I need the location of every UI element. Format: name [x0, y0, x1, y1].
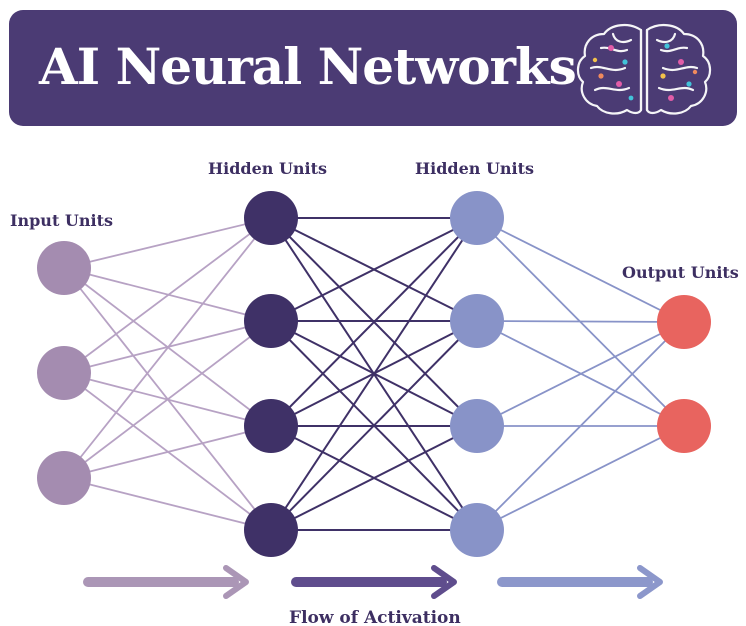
- hidden-unit-layer2: [450, 294, 504, 348]
- connection-line: [63, 425, 272, 479]
- input-unit: [37, 346, 91, 400]
- connections: [63, 217, 685, 531]
- flow-arrows: [83, 565, 663, 599]
- connection-line: [476, 425, 685, 531]
- connection-line: [63, 320, 272, 479]
- connection-line: [63, 217, 272, 269]
- connection-line: [476, 321, 685, 531]
- output-unit: [657, 295, 711, 349]
- layer-labels: Input Units Hidden Units Hidden Units Ou…: [10, 159, 739, 282]
- hidden-unit-layer2: [450, 191, 504, 245]
- layer-label-hidden-2: Hidden Units: [415, 159, 534, 178]
- connection-line: [63, 217, 272, 479]
- flow-arrow: [291, 565, 457, 599]
- input-unit: [37, 241, 91, 295]
- brain-neuron-dots: [592, 43, 698, 101]
- hidden-unit-layer1: [244, 399, 298, 453]
- connection-line: [63, 217, 272, 374]
- connection-line: [270, 217, 478, 427]
- connection-line: [476, 217, 685, 323]
- units: [37, 191, 711, 557]
- hidden-unit-layer2: [450, 503, 504, 557]
- title-banner: AI Neural Networks: [9, 10, 737, 126]
- connection-line: [270, 217, 478, 322]
- connection-line: [63, 477, 272, 531]
- connection-line: [270, 217, 478, 531]
- flow-label: Flow of Activation: [289, 608, 461, 626]
- hidden-unit-layer1: [244, 503, 298, 557]
- connection-line: [476, 320, 685, 323]
- brain-icon: [576, 24, 712, 115]
- page-title: AI Neural Networks: [39, 37, 577, 96]
- flow-arrow: [83, 565, 249, 599]
- hidden-unit-layer1: [244, 294, 298, 348]
- flow-arrow: [497, 565, 663, 599]
- hidden-unit-layer2: [450, 399, 504, 453]
- layer-label-output: Output Units: [622, 263, 739, 282]
- layer-label-hidden-1: Hidden Units: [208, 159, 327, 178]
- hidden-unit-layer1: [244, 191, 298, 245]
- connection-line: [270, 425, 478, 531]
- output-unit: [657, 399, 711, 453]
- layer-label-input: Input Units: [10, 211, 113, 230]
- connection-line: [270, 320, 478, 531]
- input-unit: [37, 451, 91, 505]
- connection-line: [476, 321, 685, 427]
